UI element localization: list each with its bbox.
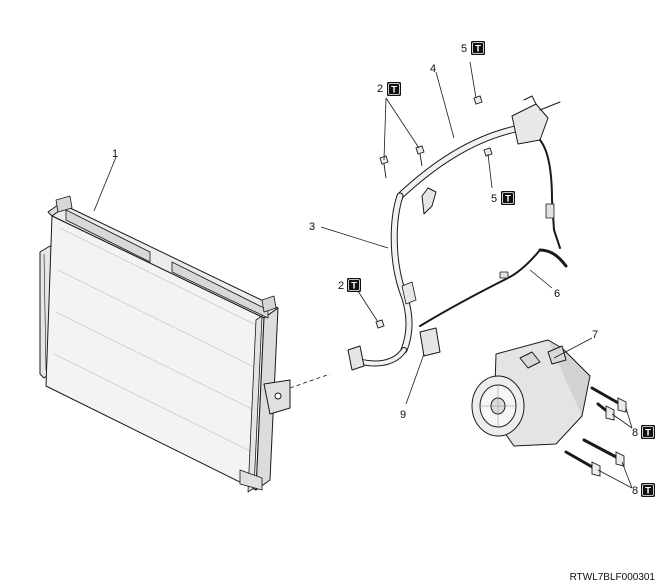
callout-1: 1: [112, 148, 118, 160]
condenser: [39, 195, 291, 493]
compressor: [471, 339, 591, 447]
callout-4: 4: [430, 63, 436, 75]
callout-5-top: 5: [461, 43, 467, 55]
callout-5-mid: 5: [491, 193, 497, 205]
callout-2-top: 2: [377, 83, 383, 95]
bolt: [473, 95, 483, 105]
callout-6: 6: [554, 288, 560, 300]
callout-8-upper: 8: [632, 427, 638, 439]
hose-assembly: [347, 95, 568, 371]
torque-icon: [386, 81, 402, 97]
callout-3: 3: [309, 221, 315, 233]
callout-2-mid: 2: [338, 280, 344, 292]
callout-7: 7: [592, 329, 598, 341]
callout-labels: 1 2 2 3 4 5 5 6 7 8 8 9: [112, 43, 638, 497]
leader-lines: [93, 61, 633, 489]
compressor-bolts: [564, 386, 627, 477]
bolt: [483, 147, 493, 157]
torque-icon: [500, 190, 516, 206]
figure-reference-code: RTWL7BLF000301: [569, 572, 655, 583]
torque-icon: [640, 424, 656, 440]
torque-icon: [640, 482, 656, 498]
callout-8-lower: 8: [632, 485, 638, 497]
torque-icon: [470, 40, 486, 56]
bolts: [375, 95, 493, 329]
torque-icon: [346, 277, 362, 293]
callout-9: 9: [400, 409, 406, 421]
bolt: [415, 145, 425, 155]
